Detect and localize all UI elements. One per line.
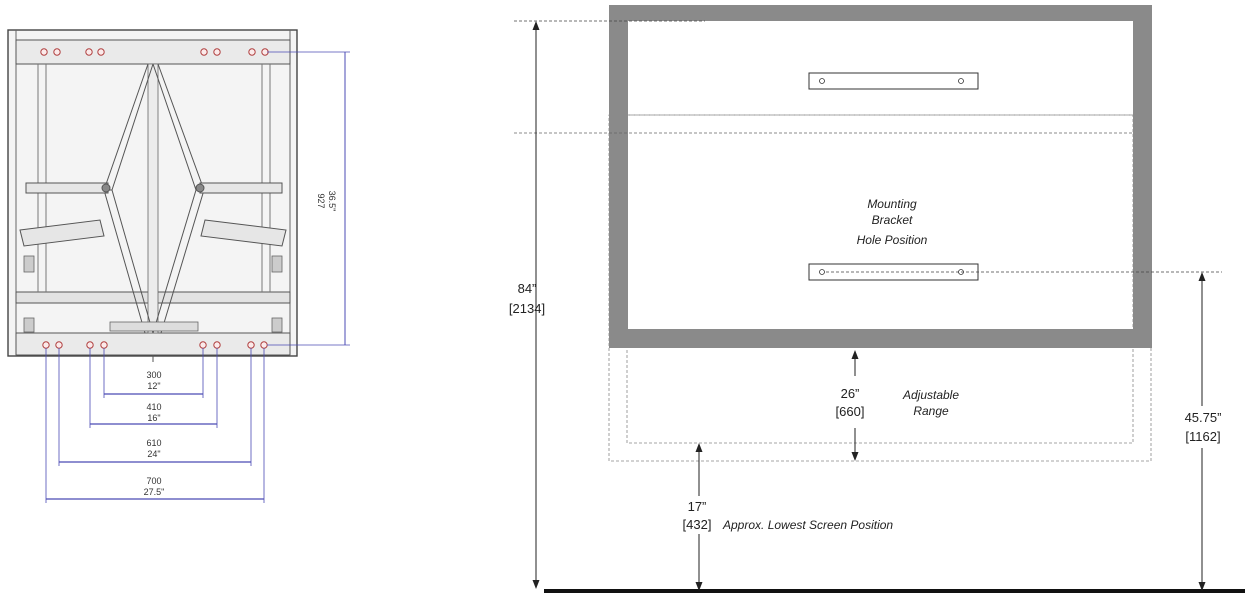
mounting-label-line-2: Bracket	[872, 213, 913, 227]
total-height-arrow	[532, 21, 540, 589]
lowest-inch: 17”	[688, 499, 707, 514]
clip-right	[271, 255, 283, 273]
horizontal-dimensions	[45, 348, 265, 503]
lowest-mm: [432]	[683, 517, 712, 532]
clip-left	[23, 255, 35, 273]
dim-300-inch: 12"	[147, 381, 160, 391]
dim-700-mm: 700	[146, 476, 161, 486]
lowest-position-label: Approx. Lowest Screen Position	[722, 518, 893, 532]
bracket-height-label-bg	[1180, 406, 1226, 448]
lower-plate	[109, 321, 199, 332]
total-height-inch: 84”	[518, 281, 537, 296]
adjust-range-arrows	[851, 350, 859, 461]
vertical-dim-inch: 36.5"	[327, 191, 337, 212]
dim-300-mm: 300	[146, 370, 161, 380]
side-arms	[19, 182, 287, 247]
screen-diagram: 84” [2134] Mounting Bracket Hole Positio…	[509, 5, 1245, 593]
bracket-drawing: 927 36.5" 300 12" 410 16" 610 24" 700 27…	[7, 29, 350, 503]
mounting-label-line-3: Hole Position	[857, 233, 928, 247]
dim-410-mm: 410	[146, 402, 161, 412]
adjust-range-inch: 26”	[841, 386, 860, 401]
clip-right-2	[271, 317, 283, 333]
center-column	[147, 63, 159, 334]
adjust-range-mm: [660]	[836, 404, 865, 419]
vertical-dim-mm: 927	[316, 193, 326, 208]
top-mount-holes	[40, 48, 269, 56]
upper-mount-bracket	[808, 72, 979, 90]
adjust-label-line-1: Adjustable	[902, 388, 959, 402]
top-rail	[15, 39, 291, 65]
dim-700-inch: 27.5"	[144, 487, 165, 497]
range-outline-outer	[608, 114, 1152, 462]
mounting-label-line-1: Mounting	[867, 197, 917, 211]
adjust-label-line-2: Range	[913, 404, 949, 418]
screen-frame	[609, 5, 1152, 348]
bracket-height-mm: [1162]	[1185, 429, 1220, 444]
vertical-dimension: 927 36.5"	[267, 51, 350, 346]
clip-left-2	[23, 317, 35, 333]
dim-610-mm: 610	[146, 438, 161, 448]
dim-610-inch: 24"	[147, 449, 160, 459]
bracket-height-inch: 45.75”	[1185, 410, 1222, 425]
total-height-mm: [2134]	[509, 301, 545, 316]
dim-410-inch: 16"	[147, 413, 160, 423]
lowest-label-bg	[676, 496, 718, 534]
